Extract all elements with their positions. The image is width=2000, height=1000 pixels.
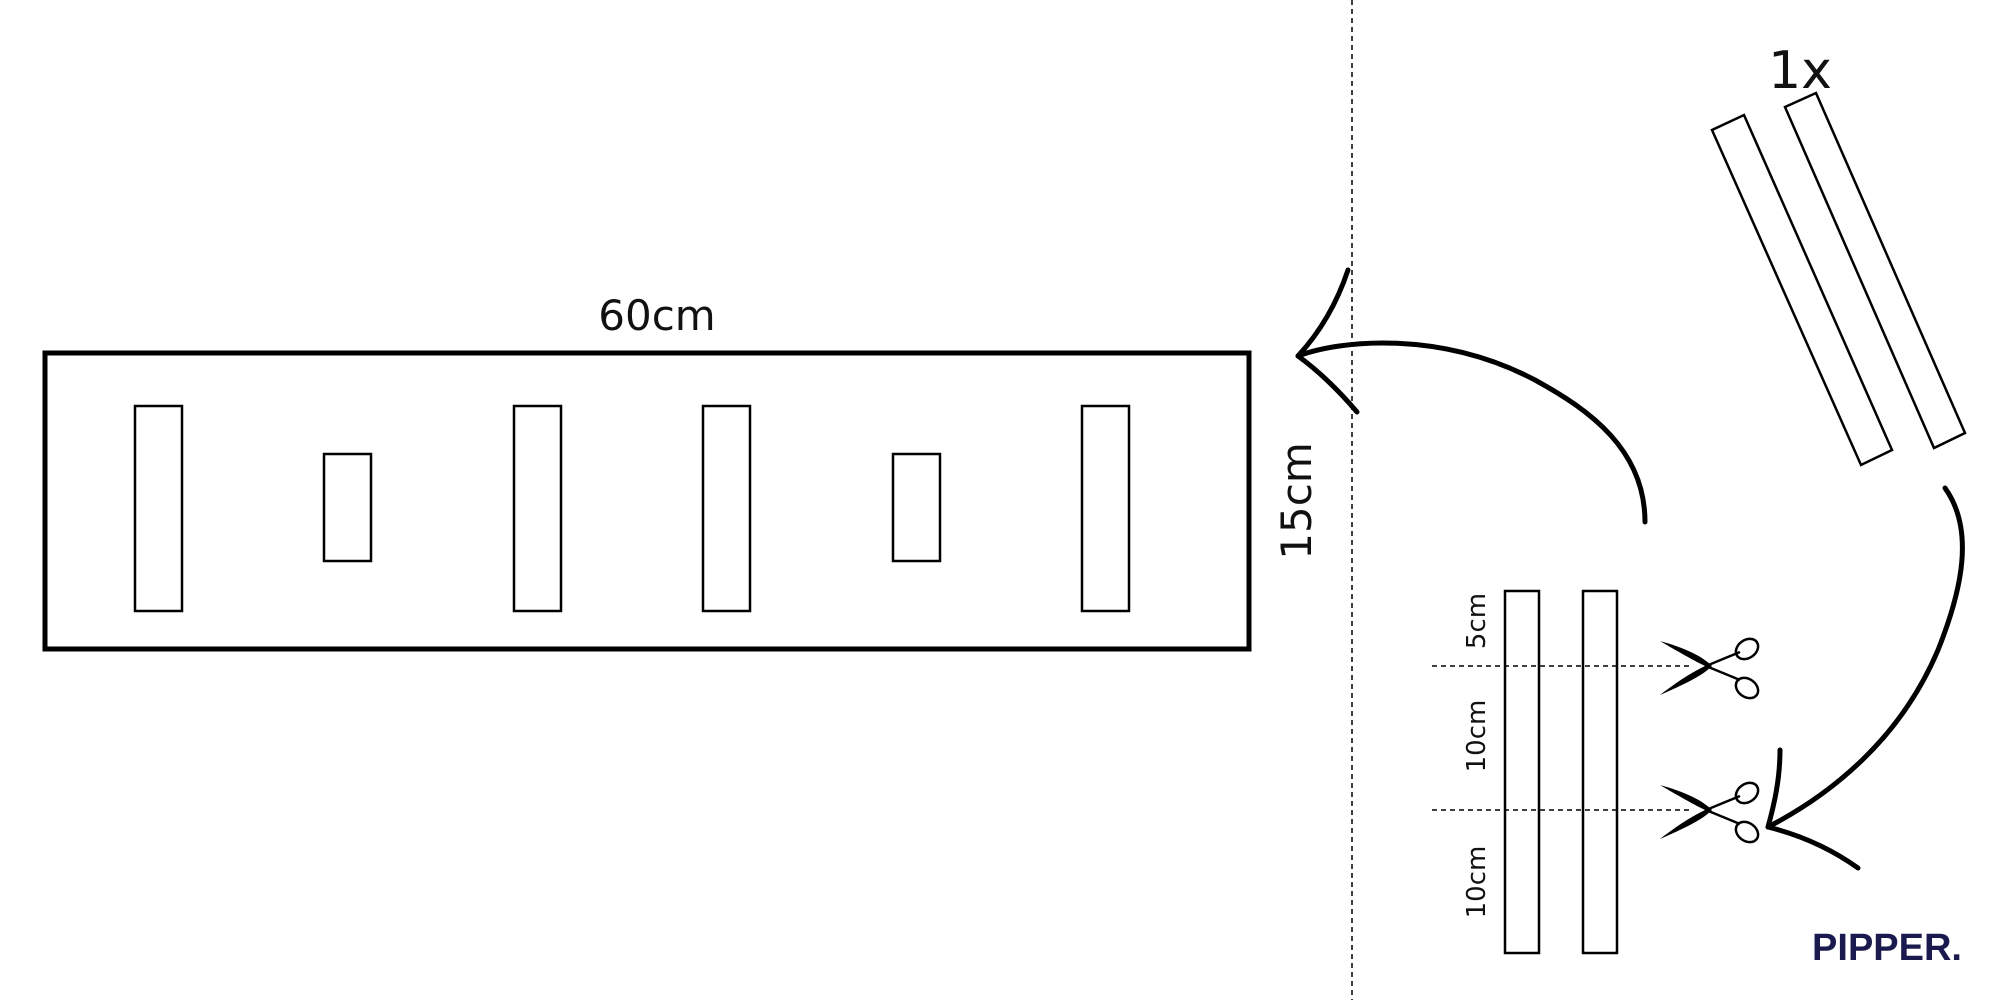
strip-vertical bbox=[1581, 589, 1619, 955]
scissors-icon bbox=[1660, 781, 1760, 844]
strip-diagonal bbox=[1710, 113, 1894, 467]
strip-count-label: 1x bbox=[1768, 41, 1832, 101]
segment-label: 10cm bbox=[1462, 846, 1492, 919]
slot-tall bbox=[133, 404, 184, 613]
uncut-strips: 1x bbox=[1710, 41, 1967, 467]
segment-label: 10cm bbox=[1462, 700, 1492, 773]
slot-tall bbox=[701, 404, 752, 613]
strip-diagonal bbox=[1783, 91, 1967, 450]
board-width-label: 60cm bbox=[598, 291, 715, 340]
slot-tall bbox=[512, 404, 563, 613]
slot-short bbox=[891, 452, 942, 563]
scissors-icon bbox=[1660, 637, 1760, 700]
board: 60cm 15cm bbox=[42, 291, 1321, 652]
board-outline bbox=[42, 350, 1252, 652]
strip-vertical bbox=[1503, 589, 1541, 955]
brand-logo: PIPPER. bbox=[1812, 927, 1962, 969]
segment-label: 5cm bbox=[1462, 593, 1492, 649]
board-height-label: 15cm bbox=[1272, 442, 1321, 559]
curved-arrow-icon bbox=[1765, 485, 1965, 871]
curved-arrow-icon bbox=[1295, 267, 1648, 525]
slot-tall bbox=[1080, 404, 1131, 613]
cut-guide: 5cm 10cm 10cm bbox=[1432, 589, 1760, 955]
slot-short bbox=[322, 452, 373, 563]
